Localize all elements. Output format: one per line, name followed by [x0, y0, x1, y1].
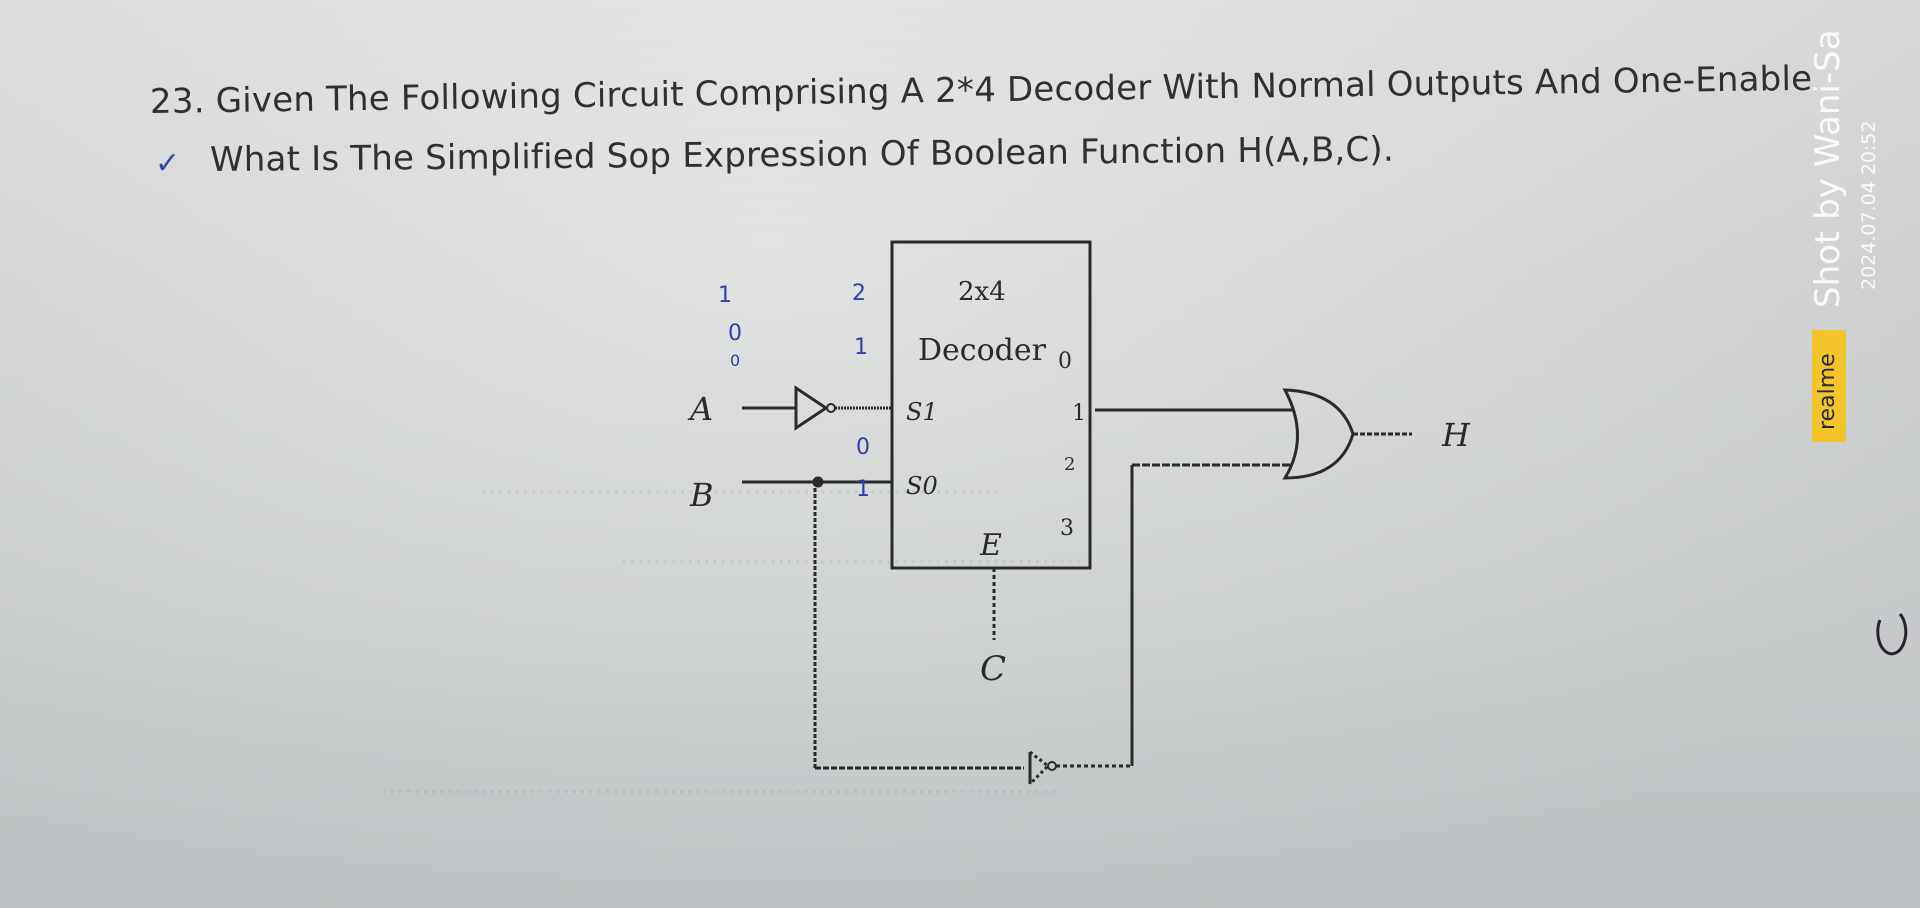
- input-b-label: B: [689, 476, 714, 514]
- annotation-s1-1: 1: [854, 335, 868, 360]
- annotation-s0-0: 0: [856, 435, 870, 460]
- bleed-through-text: ........................................…: [380, 770, 1058, 800]
- select-s1-label: S1: [906, 398, 938, 426]
- bleed-through-text: ........................................…: [480, 470, 1001, 500]
- watermark-datetime: 2024.07.04 20:52: [1858, 120, 1880, 290]
- watermark-shot-by: Shot by Wani-Sa: [1808, 29, 1848, 308]
- annotation-a-0b: 0: [730, 351, 740, 370]
- output-3-label: 3: [1060, 516, 1074, 541]
- annotation-s1-2: 2: [852, 281, 866, 306]
- annotation-a-1: 1: [718, 283, 732, 308]
- checkmark-icon: ✓: [155, 146, 181, 181]
- not-gate-a: [794, 385, 829, 431]
- or-gate: [1282, 388, 1355, 480]
- enable-label: E: [979, 528, 1002, 563]
- output-h-label: H: [1441, 416, 1471, 454]
- annotation-s0-1: 1: [856, 477, 870, 502]
- margin-ink-mark: [1876, 613, 1908, 656]
- input-c-label: C: [980, 649, 1006, 689]
- output-0-label: 0: [1058, 349, 1072, 374]
- output-2-label: 2: [1064, 454, 1075, 475]
- decoder-box: [890, 240, 1092, 570]
- decoder-title: 2x4: [958, 277, 1006, 307]
- select-s0-label: S0: [906, 472, 938, 500]
- output-1-label: 1: [1072, 401, 1086, 426]
- input-a-label: A: [687, 390, 713, 428]
- watermark-brand: realme: [1815, 353, 1840, 430]
- decoder-label: Decoder: [918, 333, 1047, 368]
- watermark-brand-badge: realme: [1812, 330, 1846, 442]
- bleed-through-text: ........................................…: [620, 540, 1083, 570]
- annotation-a-0: 0: [728, 321, 742, 346]
